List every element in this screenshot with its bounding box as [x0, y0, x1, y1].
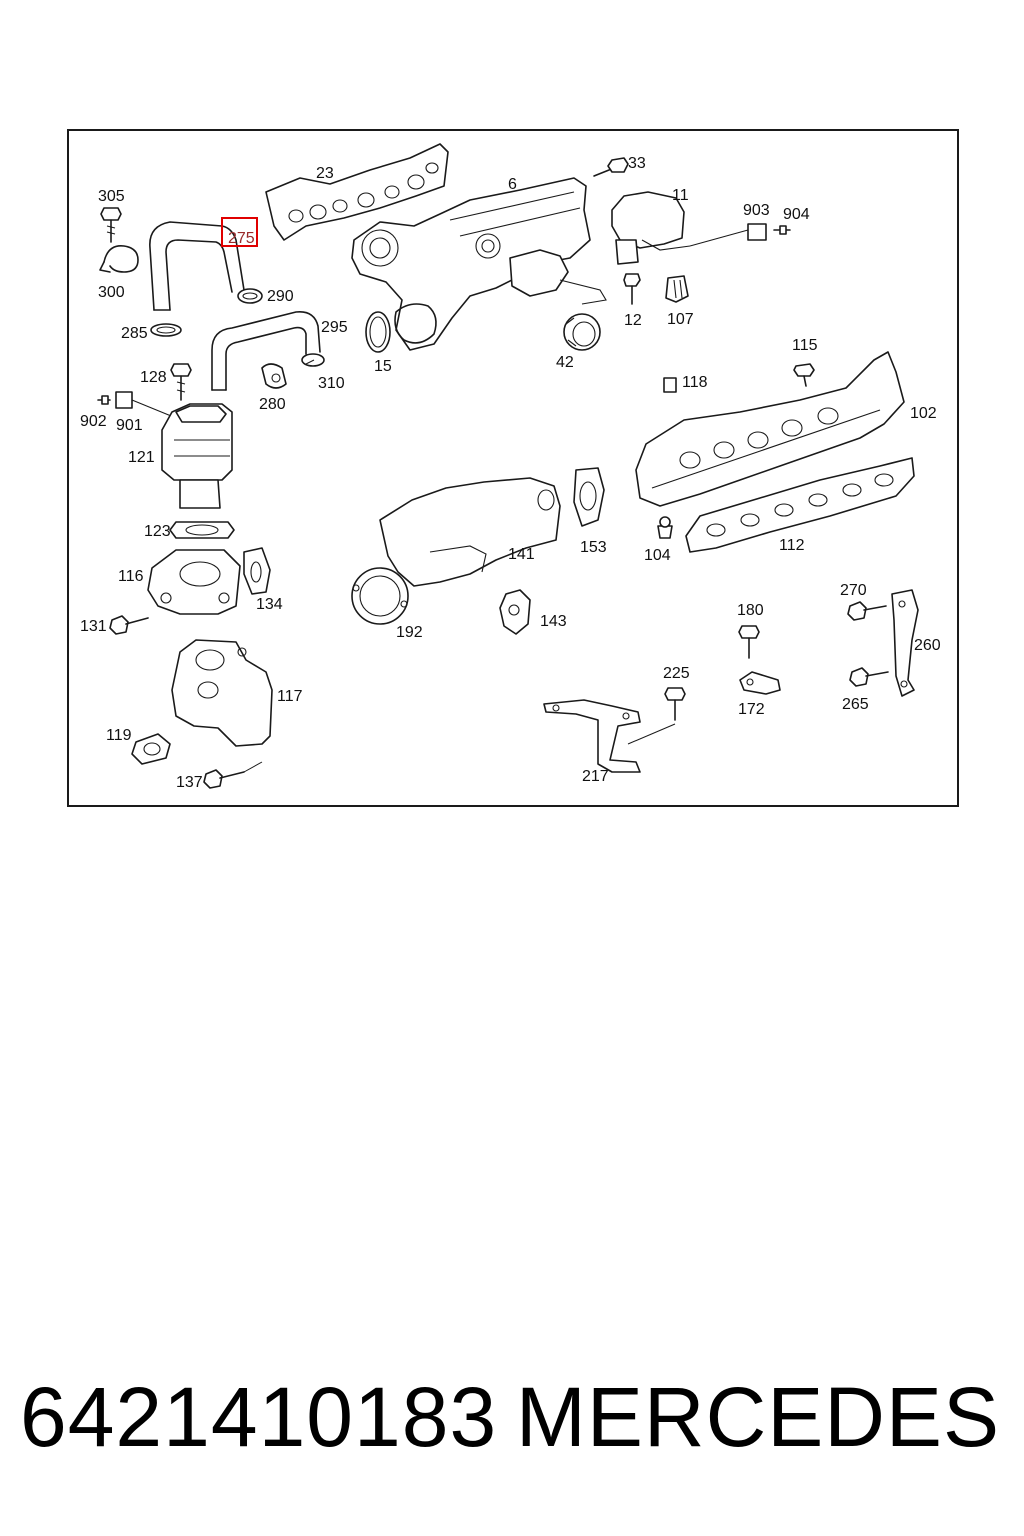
part-192-gasket — [351, 567, 409, 625]
label-134: 134 — [256, 596, 283, 613]
label-225: 225 — [663, 665, 690, 682]
label-153: 153 — [580, 539, 607, 556]
label-180: 180 — [737, 602, 764, 619]
label-290: 290 — [267, 288, 294, 305]
part-131-bolt — [109, 615, 149, 635]
label-12: 12 — [624, 312, 642, 329]
label-23: 23 — [316, 165, 334, 182]
label-300: 300 — [98, 284, 125, 301]
part-265-bolt — [849, 667, 889, 687]
part-116-housing — [147, 549, 241, 615]
part-104-plug — [657, 516, 673, 539]
label-104: 104 — [644, 547, 671, 564]
label-280: 280 — [259, 396, 286, 413]
label-903: 903 — [743, 202, 770, 219]
label-33: 33 — [628, 155, 646, 172]
part-12-bolt — [623, 273, 641, 305]
part-270-bolt — [847, 601, 887, 621]
label-6: 6 — [508, 176, 517, 193]
part-112-gasket — [685, 457, 915, 553]
label-117: 117 — [277, 688, 303, 705]
part-118-tag — [663, 377, 677, 393]
part-225-bolt — [664, 687, 686, 721]
part-295-hose — [211, 310, 321, 391]
part-290-clamp — [237, 288, 263, 304]
part-102-manifold — [635, 351, 905, 507]
label-118: 118 — [682, 374, 708, 391]
label-217: 217 — [582, 768, 609, 785]
label-172: 172 — [738, 701, 765, 718]
part-902-pin — [97, 395, 111, 405]
label-115: 115 — [792, 337, 818, 354]
label-131: 131 — [80, 618, 107, 635]
part-labels: 305 300 285 275 290 295 310 280 23 6 33 … — [80, 155, 941, 791]
part-153-gasket — [573, 467, 605, 527]
label-902: 902 — [80, 413, 107, 430]
part-123-gasket — [169, 521, 235, 539]
label-11: 11 — [672, 187, 689, 204]
label-260: 260 — [914, 637, 941, 654]
part-107-clip — [665, 275, 689, 303]
label-143: 143 — [540, 613, 567, 630]
label-121: 121 — [128, 449, 155, 466]
label-123: 123 — [144, 523, 171, 540]
label-137: 137 — [176, 774, 203, 791]
brand-name: MERCEDES — [515, 1370, 1000, 1464]
part-280-bracket — [261, 363, 287, 389]
label-42: 42 — [556, 354, 574, 371]
label-119: 119 — [106, 727, 132, 744]
label-128: 128 — [140, 369, 167, 386]
label-270: 270 — [840, 582, 867, 599]
part-285-clamp — [150, 323, 182, 337]
part-901-connector — [115, 391, 133, 409]
part-6-manifold — [351, 177, 607, 351]
part-903-connector — [747, 223, 767, 241]
label-102: 102 — [910, 405, 937, 422]
footer: 6421410183 MERCEDES — [0, 1362, 1024, 1472]
part-260-bracket — [891, 589, 919, 697]
part-42-seal — [563, 313, 601, 351]
part-275-hose — [149, 221, 245, 311]
part-305-bolt — [100, 207, 122, 243]
part-119-gasket — [131, 733, 171, 765]
label-107: 107 — [667, 311, 694, 328]
part-217-bracket — [543, 699, 641, 773]
part-300-clamp — [99, 245, 139, 273]
label-141: 141 — [508, 546, 535, 563]
label-116: 116 — [118, 568, 144, 585]
label-285: 285 — [121, 325, 148, 342]
label-275: 275 — [228, 230, 255, 247]
label-295: 295 — [321, 319, 348, 336]
part-137-bolt — [203, 769, 245, 789]
label-265: 265 — [842, 696, 869, 713]
part-143-sensor — [499, 589, 531, 635]
label-901: 901 — [116, 417, 143, 434]
part-33-bolt — [593, 157, 629, 177]
label-904: 904 — [783, 206, 810, 223]
part-23-gasket — [265, 143, 449, 241]
label-305: 305 — [98, 188, 125, 205]
part-121-egr-valve — [161, 403, 233, 509]
highlight-box-275 — [221, 217, 258, 247]
part-11-actuator — [611, 191, 691, 265]
part-180-bolt — [738, 625, 760, 659]
part-117-cooler — [171, 639, 273, 747]
label-310: 310 — [318, 375, 345, 392]
label-112: 112 — [779, 537, 805, 554]
part-128-bolt — [170, 363, 192, 401]
part-172-plate — [739, 671, 781, 695]
part-904-pin — [773, 225, 791, 235]
label-15: 15 — [374, 358, 392, 375]
part-15-oring — [365, 311, 391, 353]
part-134-gasket — [243, 547, 271, 595]
part-115-bolt — [793, 363, 815, 387]
part-number: 6421410183 — [20, 1370, 498, 1464]
label-192: 192 — [396, 624, 423, 641]
part-141-pipe — [379, 477, 561, 587]
